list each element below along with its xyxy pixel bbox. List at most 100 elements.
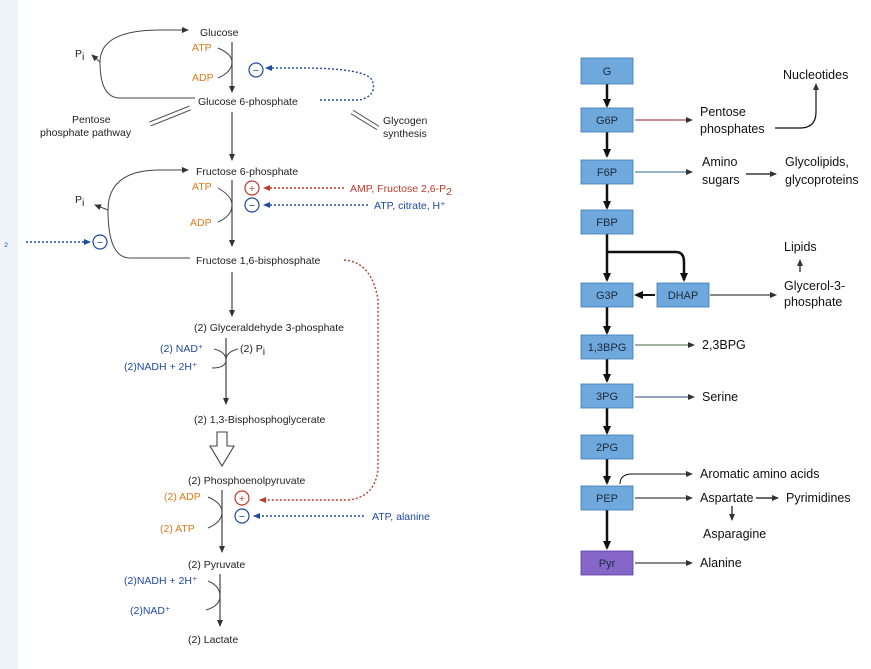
adp-atp-curve-3 bbox=[207, 496, 223, 529]
box-label-13bpg: 1,3BPG bbox=[588, 342, 627, 354]
glycolipids-line1: Glycolipids, bbox=[785, 155, 849, 169]
plus-sign-2: + bbox=[239, 493, 245, 505]
aromatic-label: Aromatic amino acids bbox=[700, 467, 820, 481]
nad-curve-1 bbox=[211, 348, 227, 369]
glycerol3p-line1: Glycerol-3- bbox=[784, 279, 845, 293]
box-pyr bbox=[580, 550, 634, 576]
box-label-pyr: Pyr bbox=[599, 558, 616, 570]
glycerol3p-line2: phosphate bbox=[784, 295, 842, 309]
fbp-to-dhap-arrow bbox=[607, 250, 688, 282]
serine-label: Serine bbox=[702, 390, 738, 404]
pentose-phosphates-line1: Pentose bbox=[700, 105, 746, 119]
box-2pg bbox=[580, 434, 634, 460]
plus-sign-1: + bbox=[249, 183, 255, 195]
pyruvate-label: (2) Pyruvate bbox=[188, 559, 245, 571]
atp-label-3: (2) ATP bbox=[160, 523, 195, 535]
pi-label-2: Pi bbox=[75, 194, 84, 209]
nadh-label-2: (2)NADH + 2H⁺ bbox=[124, 575, 198, 587]
g6p-label: Glucose 6-phosphate bbox=[198, 96, 298, 108]
pi-letter: P bbox=[75, 48, 82, 60]
box-label-pep: PEP bbox=[596, 493, 618, 505]
pep-to-aromatic-arrow bbox=[619, 471, 693, 485]
pentose-phosphates-line2: phosphates bbox=[700, 122, 765, 136]
adp-label-2: ADP bbox=[190, 217, 212, 229]
box-fbp bbox=[580, 209, 634, 235]
glycogen-line2: synthesis bbox=[383, 128, 427, 140]
glycolysis-pathway-diagram: Glucose ATP ADP Glucose 6-phosphate Pi −… bbox=[4, 27, 452, 646]
box-label-g6p: G6P bbox=[596, 115, 618, 127]
pfk-activators-text: AMP, Fructose 2,6-P bbox=[350, 183, 446, 195]
f16bp-label: Fructose 1,6-bisphosphate bbox=[196, 255, 320, 267]
pep-label: (2) Phosphoenolpyruvate bbox=[188, 475, 305, 487]
g6p-feedback-arrow bbox=[265, 65, 375, 101]
nucleotides-label: Nucleotides bbox=[783, 68, 848, 82]
f6p-label: Fructose 6-phosphate bbox=[196, 166, 298, 178]
pk-inhibition-icon bbox=[234, 508, 250, 524]
ga3p-label: (2) Glyceraldehyde 3-phosphate bbox=[194, 322, 344, 334]
pk-inhibitors: ATP, alanine bbox=[372, 511, 430, 523]
box-pep bbox=[580, 485, 634, 511]
pyrimidines-label: Pyrimidines bbox=[786, 491, 851, 505]
glycogen-hollow-arrow-inner bbox=[351, 110, 379, 130]
pentose-pathway-line2: phosphate pathway bbox=[40, 127, 132, 139]
amino-sugars-line1: Amino bbox=[702, 155, 737, 169]
pfk-inhibitors: ATP, citrate, H⁺ bbox=[374, 200, 446, 212]
box-g bbox=[580, 57, 634, 85]
pentose-to-nucleotides-arrow bbox=[775, 83, 819, 129]
atp-adp-curve-1 bbox=[217, 47, 233, 79]
box-label-3pg: 3PG bbox=[596, 391, 618, 403]
nadh-label-1: (2)NADH + 2H⁺ bbox=[124, 361, 198, 373]
minus-sign-4: − bbox=[239, 511, 245, 523]
page-edge bbox=[0, 0, 18, 669]
pi-release-1 bbox=[91, 54, 101, 63]
pi-label-3: (2) Pi bbox=[240, 343, 265, 358]
fbpase-inhibition-icon bbox=[92, 234, 108, 250]
box-g6p bbox=[580, 107, 634, 133]
box-g3p bbox=[580, 282, 634, 308]
nadh-curve-2 bbox=[205, 580, 221, 611]
box-3pg bbox=[580, 383, 634, 409]
asparagine-label: Asparagine bbox=[703, 527, 766, 541]
adp-label-3: (2) ADP bbox=[164, 491, 201, 503]
f16bp-feedforward-arrow bbox=[259, 259, 379, 503]
minus-sign-1: − bbox=[253, 65, 259, 77]
box-label-dhap: DHAP bbox=[668, 290, 699, 302]
nad-label-2: (2)NAD⁺ bbox=[130, 605, 171, 617]
glycolipids-line2: glycoproteins bbox=[785, 173, 859, 187]
pi-text-3: (2) P bbox=[240, 343, 263, 355]
bpg23-label: 2,3BPG bbox=[702, 338, 746, 352]
pfk-activators-sub: 2 bbox=[446, 186, 452, 198]
atp-adp-curve-2 bbox=[217, 187, 233, 223]
box-dhap bbox=[656, 282, 710, 308]
amino-sugars-line2: sugars bbox=[702, 173, 740, 187]
minus-sign-2: − bbox=[249, 200, 255, 212]
box-label-g3p: G3P bbox=[596, 290, 618, 302]
pi-subscript-3: i bbox=[263, 346, 265, 358]
pfk-inhibition-icon bbox=[244, 197, 260, 213]
pi-loop-1 bbox=[99, 27, 195, 99]
alanine-label: Alanine bbox=[700, 556, 742, 570]
box-label-g: G bbox=[603, 66, 612, 78]
pk-activation-icon bbox=[234, 490, 250, 506]
atp-label-1: ATP bbox=[192, 42, 212, 54]
box-label-f6p: F6P bbox=[597, 167, 617, 179]
bpg-to-pep-hollow-arrow bbox=[209, 431, 235, 468]
pi-loop-2 bbox=[107, 167, 190, 259]
pi-label-1: Pi bbox=[75, 48, 84, 63]
fbpase-inhibitor-cut: ₂ bbox=[4, 237, 8, 249]
pentose-hollow-arrow-inner bbox=[149, 106, 191, 126]
nad-label-1: (2) NAD⁺ bbox=[160, 343, 204, 355]
pi-letter-2: P bbox=[75, 194, 82, 206]
lipids-label: Lipids bbox=[784, 240, 817, 254]
minus-sign-3: − bbox=[97, 237, 103, 249]
glycogen-line1: Glycogen bbox=[383, 115, 428, 127]
aspartate-label: Aspartate bbox=[700, 491, 754, 505]
pi-subscript: i bbox=[82, 51, 84, 63]
box-label-2pg: 2PG bbox=[596, 442, 618, 454]
box-f6p bbox=[580, 159, 634, 185]
adp-label-1: ADP bbox=[192, 72, 214, 84]
pi-release-2 bbox=[94, 204, 109, 211]
